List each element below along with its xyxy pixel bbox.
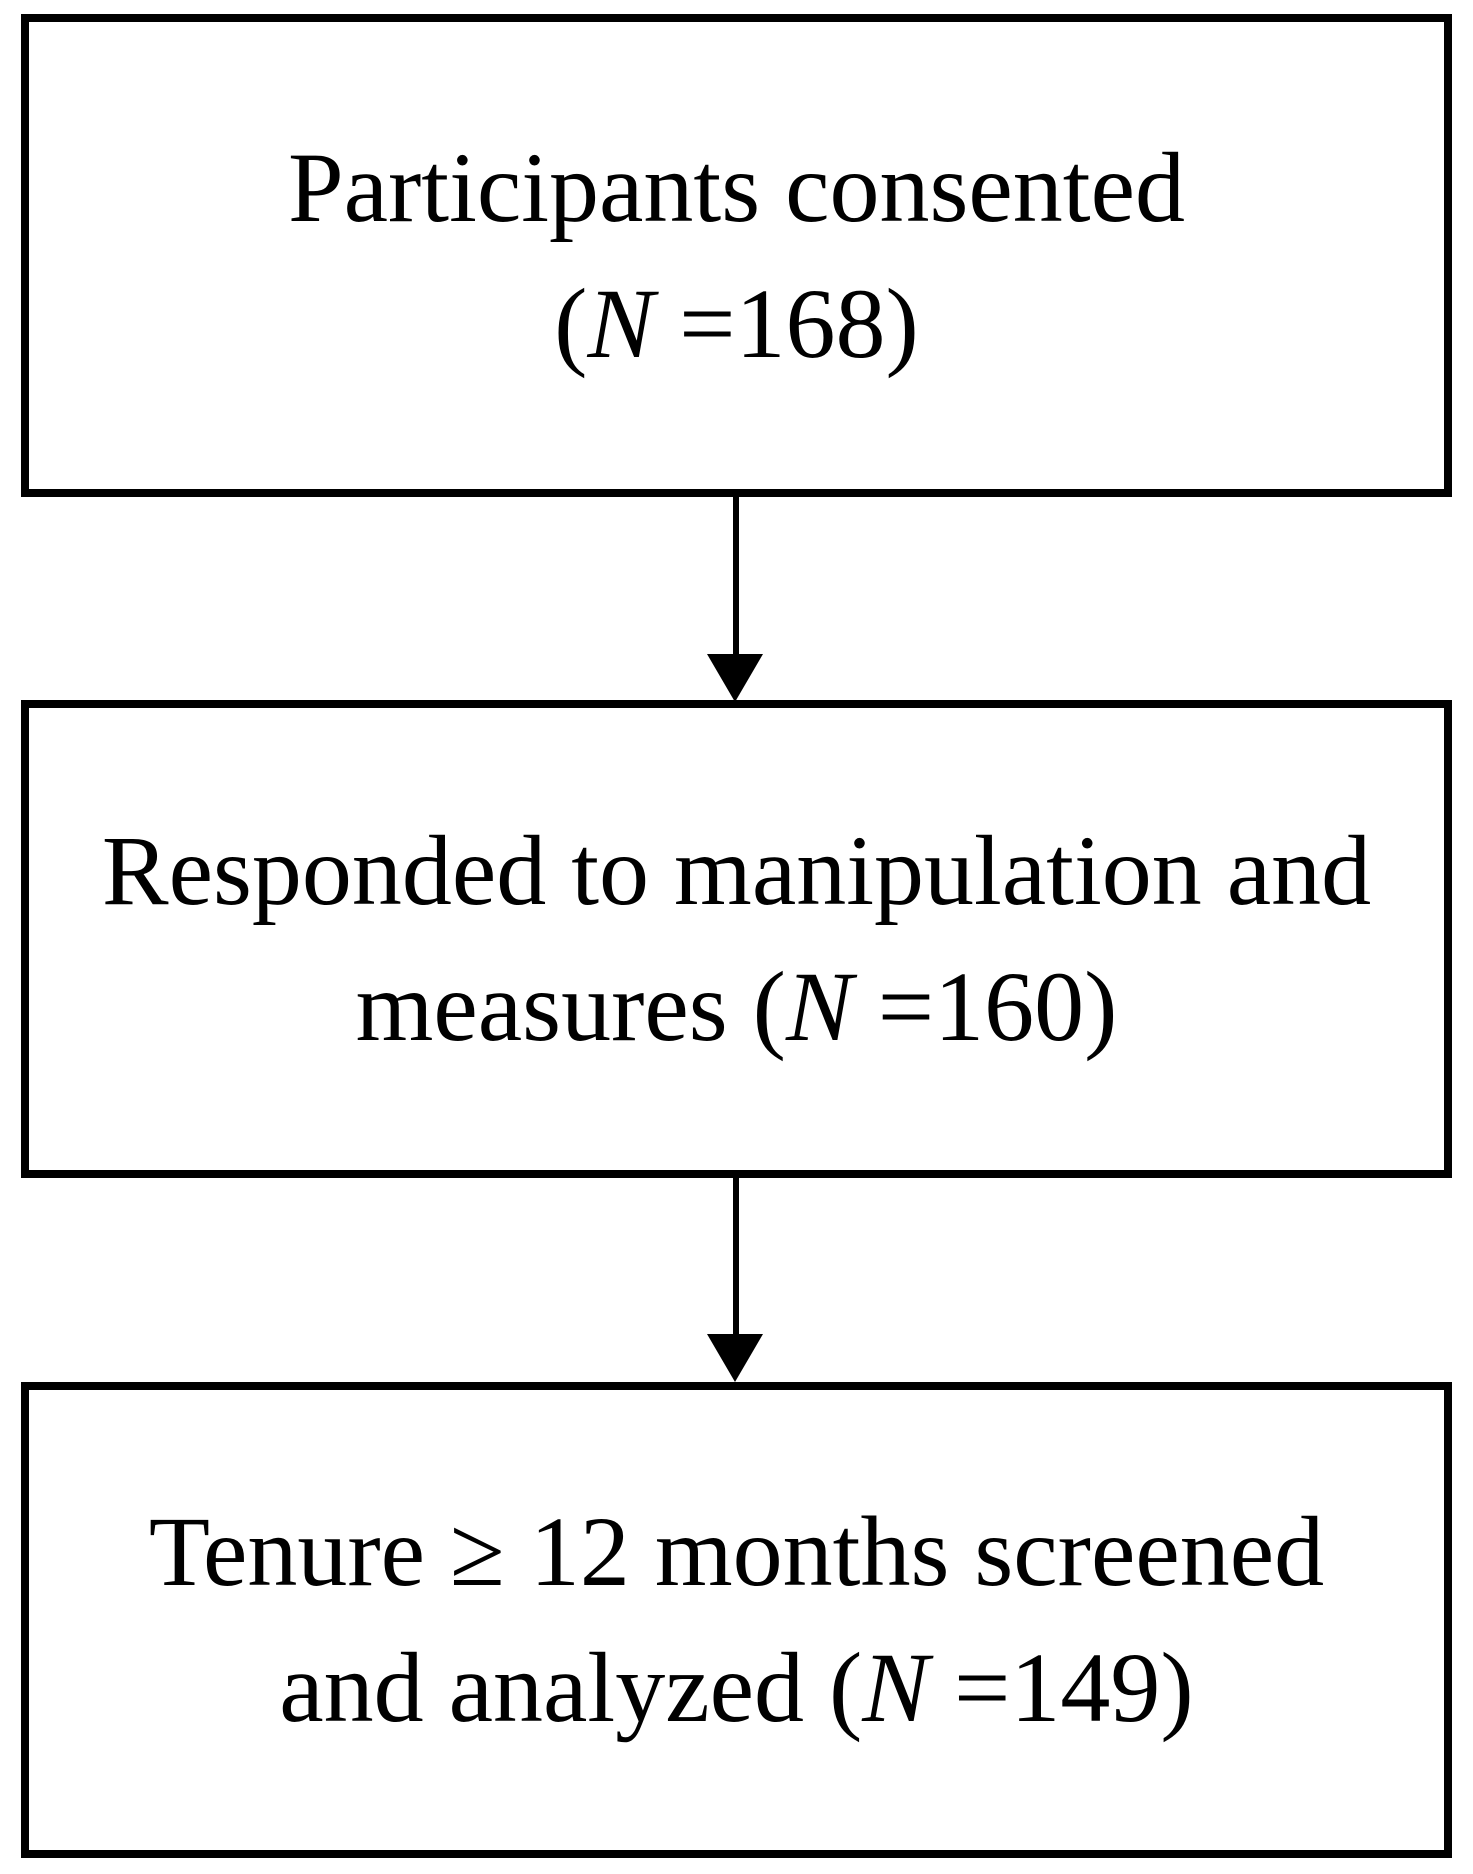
step1-line2: (N =168) [554,256,919,392]
flow-step-participants-consented: Participants consented (N =168) [21,14,1452,497]
flow-step-tenure-screened-analyzed: Tenure ≥ 12 months screened and analyzed… [21,1382,1452,1858]
step2-line2-post: =160) [852,951,1118,1062]
step2-line2: measures (N =160) [356,939,1118,1075]
arrow-2-down-head-icon [707,1334,763,1382]
step3-line2-post: =149) [929,1632,1194,1743]
arrow-2-shaft [733,1178,739,1336]
step1-n-symbol: N [587,267,655,379]
step2-n-symbol: N [785,951,853,1062]
step1-line2-pre: ( [554,267,588,379]
step1-line1: Participants consented [288,131,1185,243]
step3-line1: Tenure ≥ 12 months screened [148,1496,1325,1607]
step2-line1: Responded to manipulation and [101,815,1372,926]
arrow-1-shaft [733,497,739,657]
arrow-1-down-head-icon [707,654,763,702]
step3-line2-pre: and analyzed ( [279,1632,863,1743]
step3-line2: and analyzed (N =149) [279,1620,1193,1756]
step3-n-symbol: N [862,1632,929,1743]
step2-line2-pre: measures ( [355,951,786,1062]
flow-step-responded-to-manipulation: Responded to manipulation and measures (… [21,700,1452,1178]
step1-line2-post: =168) [654,267,919,379]
